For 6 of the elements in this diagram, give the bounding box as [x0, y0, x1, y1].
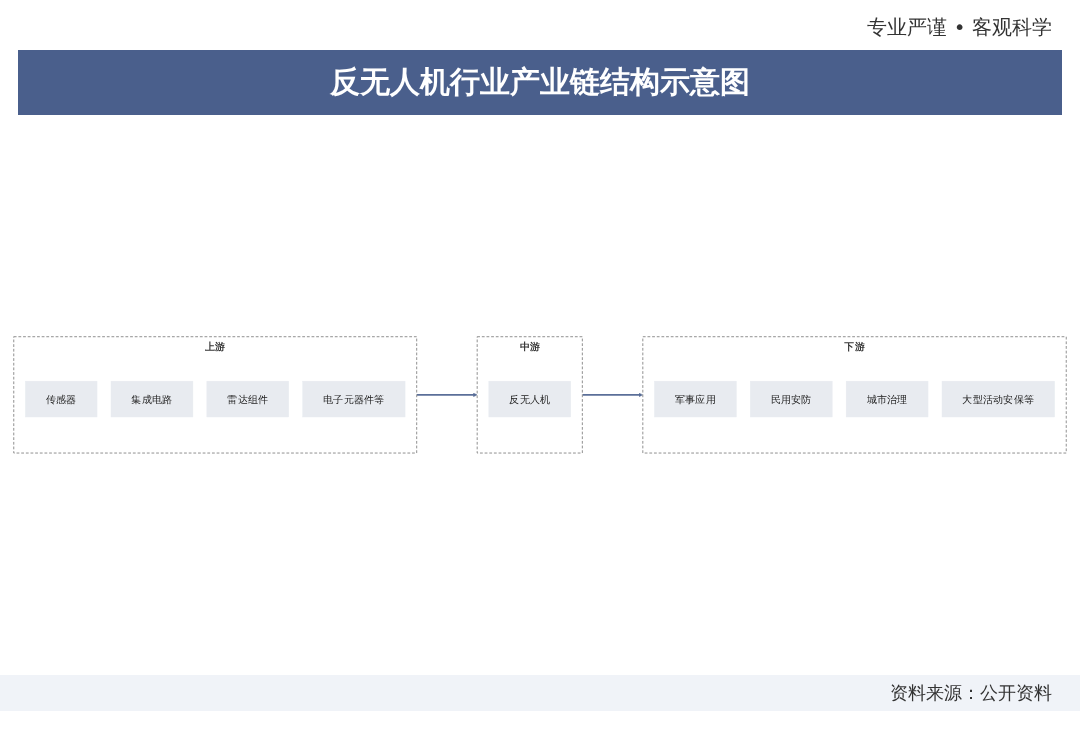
- arrow: [581, 392, 643, 398]
- arrow: [415, 392, 478, 398]
- title-banner: 反无人机行业产业链结构示意图: [18, 50, 1062, 115]
- slogan-text: 专业严谨 • 客观科学: [867, 14, 1052, 41]
- source-note: 资料来源：公开资料: [890, 681, 1052, 705]
- node-box: 电子元器件等: [302, 381, 406, 418]
